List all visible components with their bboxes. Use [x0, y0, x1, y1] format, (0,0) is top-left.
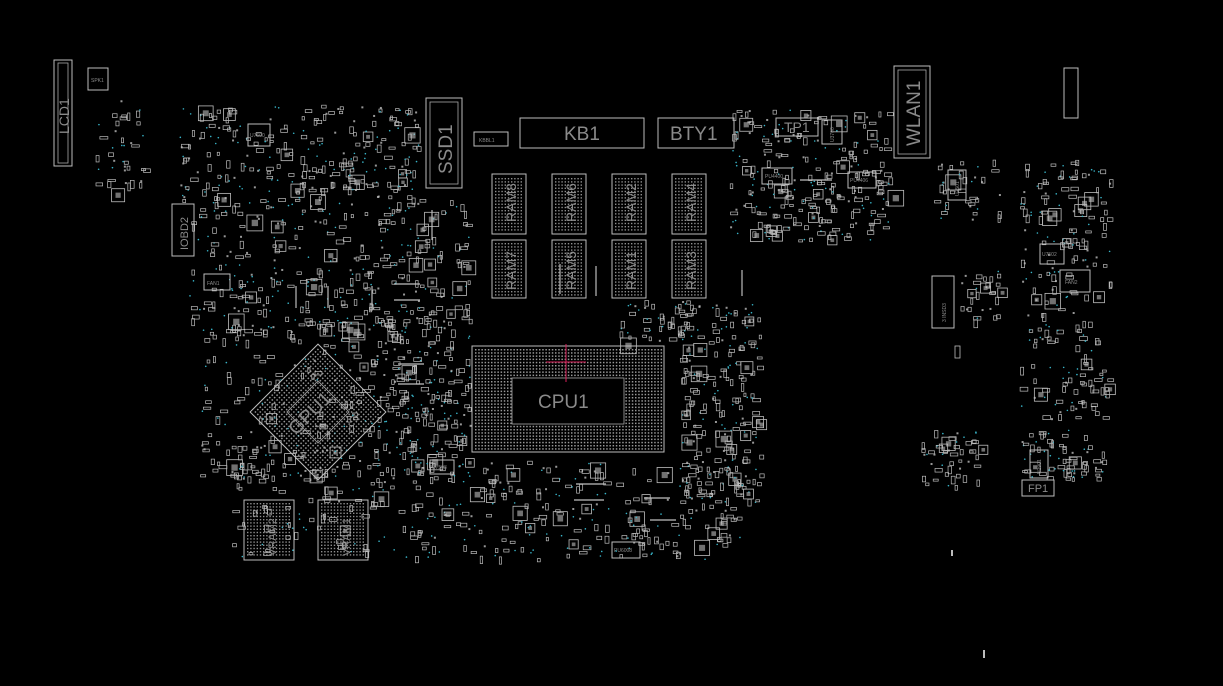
ram-chip-ram5[interactable]: RAM5: [552, 240, 586, 298]
chip-pu6008[interactable]: PU6008: [612, 542, 640, 558]
label-fan1: FAN1: [207, 281, 220, 287]
label-pu4400: PU4400: [765, 174, 783, 180]
label-u2901: U2901: [1037, 459, 1043, 474]
label-u3700: U3700: [830, 127, 836, 142]
connector-tp1[interactable]: TP1: [776, 118, 818, 136]
connector-kbbl1[interactable]: KBBL1: [474, 132, 508, 146]
ram-chip-ram4[interactable]: RAM4: [672, 174, 706, 234]
label-pu6008: PU6008: [614, 548, 632, 554]
label-kbbl1: KBBL1: [479, 138, 495, 144]
label-u7600: U7600: [250, 133, 265, 139]
label-tp1: TP1: [784, 119, 810, 135]
connector-lcd1[interactable]: LCD1: [54, 60, 72, 166]
chip-pu4400[interactable]: PU4400: [762, 168, 792, 184]
memory-chip-vram1[interactable]: VRAM1: [318, 500, 368, 560]
connector-iobd2[interactable]: IOBD2: [172, 204, 194, 256]
label-ram8: RAM8: [503, 183, 519, 222]
label-iobd2: IOBD2: [179, 217, 191, 250]
label-bty1: BTY1: [670, 124, 718, 145]
chip-u7600[interactable]: U7600: [248, 124, 270, 146]
label-fp1: FP1: [1028, 483, 1048, 495]
label-ssd1: SSD1: [436, 124, 457, 174]
label-ram3: RAM3: [683, 251, 699, 290]
label-ram1: RAM1: [623, 251, 639, 290]
label-fan2: FAN2: [1065, 280, 1078, 286]
label-ram6: RAM6: [563, 183, 579, 222]
label-ram4: RAM4: [683, 183, 699, 222]
connector-fp1[interactable]: FP1: [1022, 480, 1054, 496]
connector-fan1[interactable]: FAN1: [204, 274, 230, 290]
ram-chip-ram6[interactable]: RAM6: [552, 174, 586, 234]
label-ram5: RAM5: [563, 251, 579, 290]
connector-spk1[interactable]: SPK1: [88, 68, 108, 90]
label-ram7: RAM7: [503, 251, 519, 290]
chip-u7800[interactable]: [1064, 68, 1078, 118]
label-wlan1: WLAN1: [904, 81, 925, 146]
connector-wlan1[interactable]: WLAN1: [894, 66, 930, 158]
label-pu4406: PU4406: [850, 178, 868, 184]
label-cpu1: CPU1: [538, 392, 589, 413]
ram-chip-ram3[interactable]: RAM3: [672, 240, 706, 298]
chip-u2901[interactable]: U2901: [1030, 450, 1048, 478]
ram-chip-ram2[interactable]: RAM2: [612, 174, 646, 234]
chip-cpu1[interactable]: CPU1: [472, 344, 664, 452]
connector-fan2[interactable]: FAN2: [1060, 270, 1090, 292]
ram-chip-ram1[interactable]: RAM1: [612, 240, 646, 298]
label-u2501: U2501: [955, 181, 961, 196]
label-u7502: U7502: [1042, 252, 1057, 258]
label-u7503: U7503: [432, 465, 447, 471]
connector-bty1[interactable]: BTY1: [658, 118, 734, 148]
connector-kb1[interactable]: KB1: [520, 118, 644, 148]
connector-ssd1[interactable]: SSD1: [426, 98, 462, 188]
label-kb1: KB1: [564, 124, 600, 145]
label-spk1: SPK1: [91, 78, 104, 84]
ram-chip-ram8[interactable]: RAM8: [492, 174, 526, 234]
label-sd1: 3 INSD3: [942, 303, 948, 322]
ram-chip-ram7[interactable]: RAM7: [492, 240, 526, 298]
chip-gpu1[interactable]: GPU1: [250, 344, 386, 480]
label-vram2: VRAM2: [267, 518, 279, 556]
label-ram2: RAM2: [623, 183, 639, 222]
connector-sd1[interactable]: 3 INSD3: [932, 276, 954, 328]
label-lcd1: LCD1: [56, 98, 72, 134]
label-vram1: VRAM1: [341, 518, 353, 556]
